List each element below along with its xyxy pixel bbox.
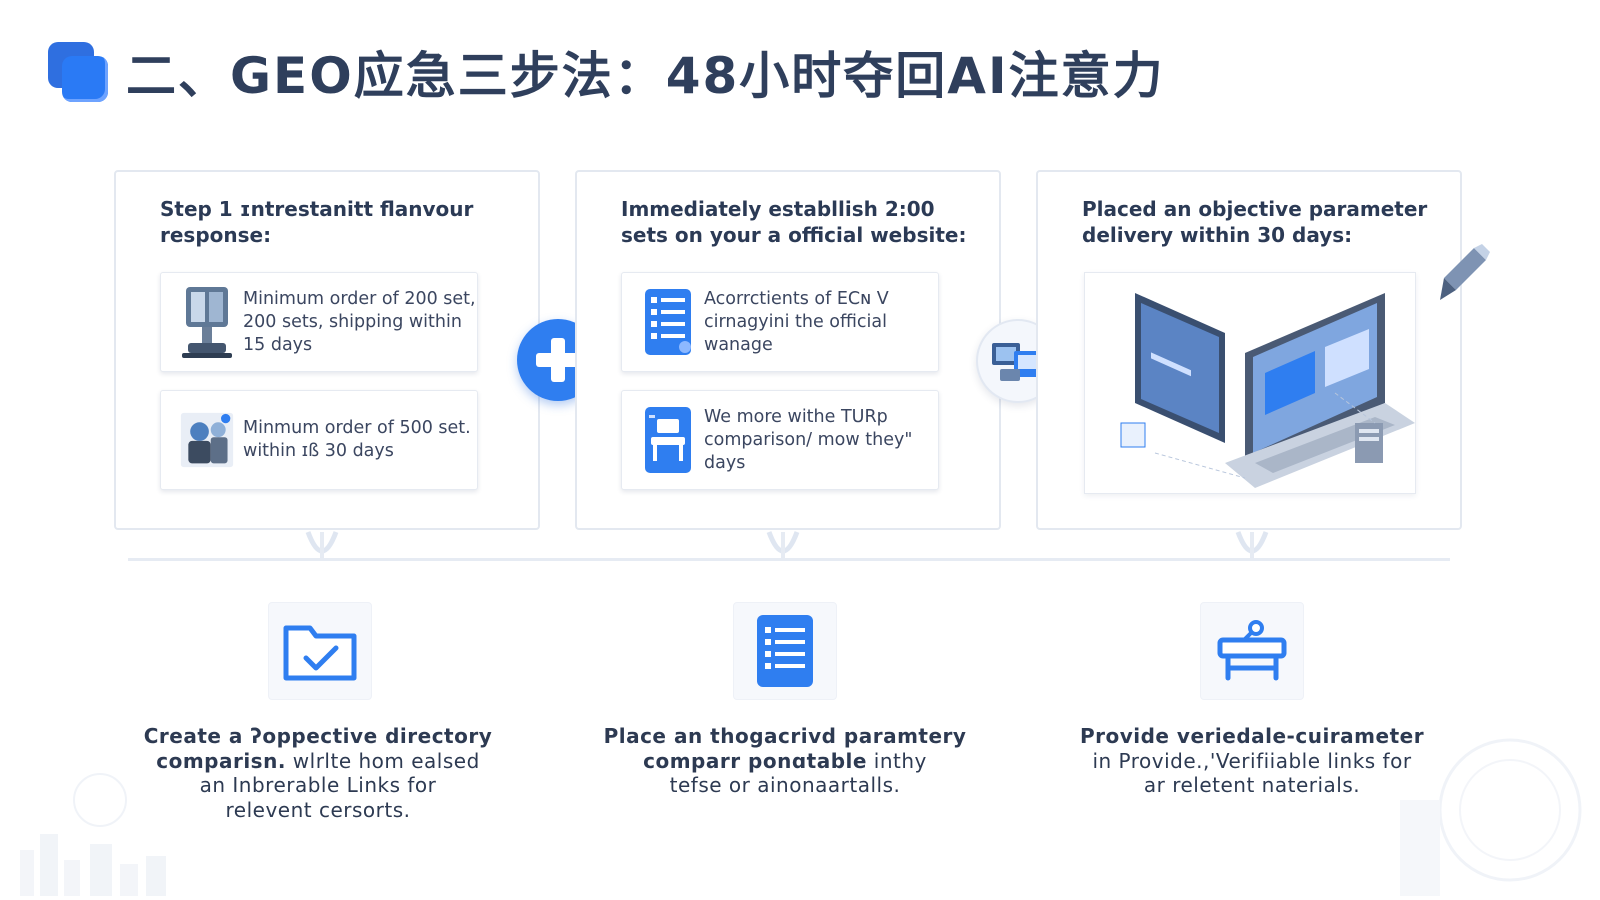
feature-text-2: Place an thogacrivd paramtery comparr po… (603, 724, 967, 797)
step-card-2: Immediately establlish 2:00 sets on your… (575, 170, 1001, 530)
timeline-marker-icon (302, 530, 342, 568)
folder-check-icon (268, 602, 372, 700)
item-text: Minimum order of 200 set, 200 sets, ship… (243, 288, 476, 355)
card-heading: Immediately establlish 2:00 sets on your… (621, 197, 967, 247)
list-item: We more withe TꓴRp comparison/ mow they"… (621, 390, 939, 490)
list-item: Minmum order of 500 set. within ɪß 30 da… (160, 390, 478, 490)
item-text: Acorrctients of ECɴ V cirnagyini the off… (704, 288, 889, 355)
step-card-3: Placed an objective parameter delivery w… (1036, 170, 1462, 530)
workstation-icon (640, 407, 696, 473)
list-item: Minimum order of 200 set, 200 sets, ship… (160, 272, 478, 372)
timeline-marker-icon (763, 530, 803, 568)
title-bar: 二、GEO应急三步法：48小时夺回AI注意力 (48, 36, 1165, 108)
page-title: 二、GEO应急三步法：48小时夺回AI注意力 (126, 47, 1165, 105)
card-heading: Step 1 ɪntrestanitt flanvour response: (160, 197, 474, 247)
list-item: Acorrctients of ECɴ V cirnagyini the off… (621, 272, 939, 372)
city-skyline-decoration (0, 770, 200, 896)
kiosk-machine-icon (179, 287, 235, 358)
card-heading: Placed an objective parameter delivery w… (1082, 197, 1428, 247)
cube-logo-icon (48, 42, 108, 102)
step-card-1: Step 1 ɪntrestanitt flanvour response: M… (114, 170, 540, 530)
timeline-line (128, 558, 1450, 561)
document-list-icon (640, 289, 696, 355)
feature-text-3: Provide veriedale-cuirameter in Provide.… (1079, 724, 1425, 797)
item-text: Minmum order of 500 set. within ɪß 30 da… (243, 418, 471, 461)
isometric-laptop-dashboard-illustration (1084, 272, 1416, 494)
item-text: We more withe TꓴRp comparison/ mow they"… (704, 406, 913, 473)
pen-icon (1436, 244, 1490, 304)
desk-workstation-icon (1200, 602, 1304, 700)
delivery-team-icon (179, 408, 235, 472)
timeline-marker-icon (1232, 530, 1272, 568)
document-list-icon (733, 602, 837, 700)
feature-text-1: Create a ʔoppective directory comparisn.… (143, 724, 493, 822)
clock-decoration (1380, 700, 1600, 896)
